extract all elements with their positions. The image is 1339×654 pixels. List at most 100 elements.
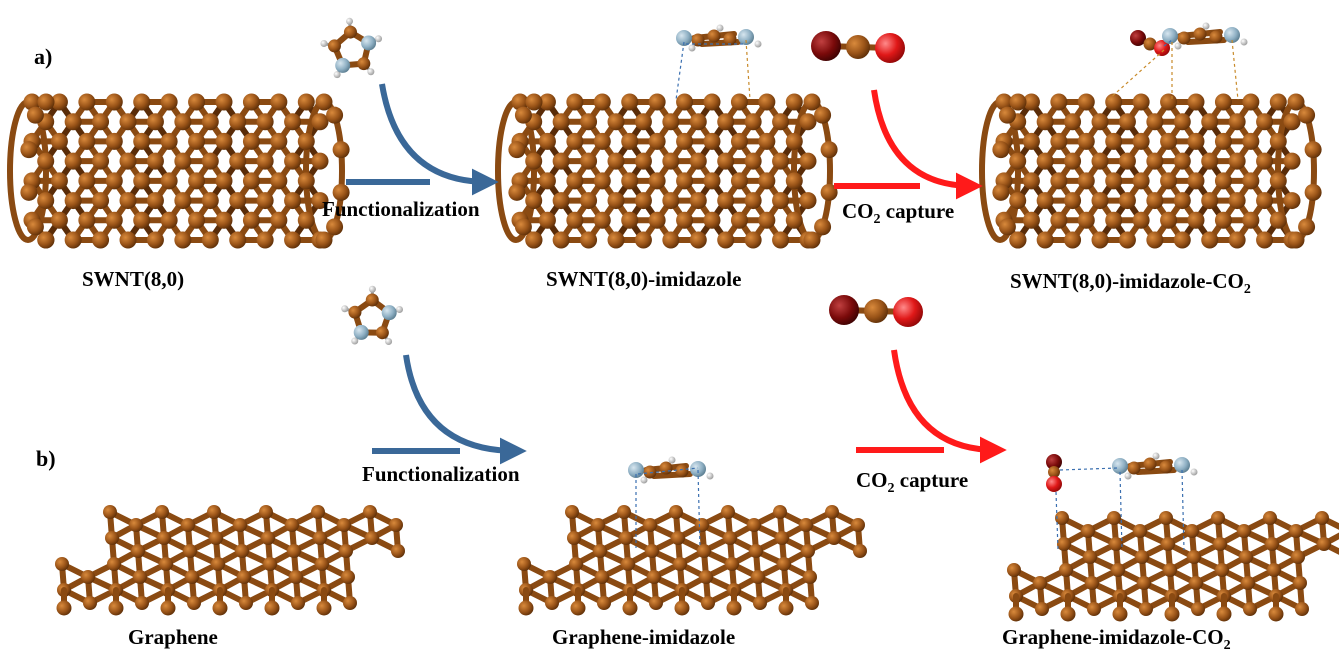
- carbon-atom: [1160, 172, 1178, 190]
- hydrogen-atom: [706, 472, 714, 480]
- carbon-atom: [1050, 93, 1068, 111]
- carbon-atom: [725, 557, 739, 571]
- carbon-atom: [297, 132, 315, 150]
- carbon-atom: [133, 93, 151, 111]
- carbon-atom: [1298, 106, 1316, 124]
- carbon-atom: [820, 183, 838, 201]
- carbon-atom: [566, 132, 584, 150]
- carbon-atom: [673, 557, 687, 571]
- carbon-atom: [799, 113, 817, 131]
- carbon-atom: [56, 600, 72, 616]
- carbon-atom: [758, 93, 776, 111]
- carbon-atom: [669, 505, 683, 519]
- carbon-atom: [1269, 211, 1287, 229]
- carbon-atom: [64, 113, 82, 131]
- carbon-atom: [1111, 563, 1125, 577]
- carbon-atom: [1091, 231, 1109, 249]
- carbon-atom: [634, 152, 652, 170]
- carbon-atom: [160, 600, 176, 616]
- carbon-atom: [1283, 192, 1301, 210]
- carbon-atom: [662, 192, 680, 210]
- carbon-atom: [1268, 606, 1284, 622]
- nitrogen-atom: [690, 461, 706, 477]
- oxygen-atom: [1046, 454, 1062, 470]
- carbon-atom: [846, 35, 870, 59]
- carbon-atom: [674, 600, 690, 616]
- carbon-atom: [525, 231, 543, 249]
- carbon-atom: [327, 39, 341, 53]
- carbon-atom: [593, 211, 611, 229]
- carbon-atom: [1173, 192, 1191, 210]
- nitrogen-atom: [1174, 457, 1190, 473]
- carbon-atom: [1064, 113, 1082, 131]
- carbon-atom: [1105, 211, 1123, 229]
- carbon-atom: [803, 93, 821, 111]
- carbon-atom: [744, 192, 762, 210]
- h-bond: [1119, 471, 1123, 551]
- carbon-atom: [215, 172, 233, 190]
- carbon-atom: [772, 231, 790, 249]
- carbon-atom: [315, 231, 333, 249]
- carbon-atom: [785, 211, 803, 229]
- step-functionalization-b: Functionalization: [362, 462, 520, 486]
- carbon-atom: [332, 183, 350, 201]
- carbon-atom: [543, 570, 557, 584]
- carbon-atom: [1173, 113, 1191, 131]
- carbon-atom: [1283, 113, 1301, 131]
- carbon-atom: [607, 192, 625, 210]
- carbon-atom: [747, 518, 761, 532]
- carbon-atom: [103, 505, 117, 519]
- carbon-atom: [174, 231, 192, 249]
- carbon-atom: [689, 113, 707, 131]
- label-swnt-imidazole-co2: SWNT(8,0)-imidazole-CO2: [1010, 269, 1251, 297]
- carbon-atom: [703, 211, 721, 229]
- carbon-atom: [311, 192, 329, 210]
- carbon-atom: [1242, 211, 1260, 229]
- label-graphene-imidazole-co2: Graphene-imidazole-CO2: [1002, 625, 1231, 653]
- carbon-atom: [188, 132, 206, 150]
- carbon-atom: [37, 152, 55, 170]
- carbon-atom: [753, 596, 767, 610]
- carbon-atom: [1237, 524, 1251, 538]
- carbon-atom: [717, 231, 735, 249]
- carbon-atom: [1256, 152, 1274, 170]
- carbon-atom: [647, 570, 661, 584]
- carbon-atom: [775, 531, 789, 545]
- carbon-atom: [64, 231, 82, 249]
- carbon-atom: [699, 570, 713, 584]
- carbon-atom: [284, 231, 302, 249]
- carbon-atom: [1243, 602, 1257, 616]
- carbon-atom: [758, 172, 776, 190]
- carbon-atom: [1146, 113, 1164, 131]
- carbon-atom: [160, 93, 178, 111]
- carbon-atom: [50, 172, 68, 190]
- carbon-atom: [1193, 27, 1207, 41]
- carbon-atom: [1022, 211, 1040, 229]
- carbon-atom: [1077, 211, 1095, 229]
- carbon-atom: [133, 132, 151, 150]
- carbon-atom: [773, 505, 787, 519]
- carbon-atom: [514, 106, 532, 124]
- carbon-atom: [365, 531, 379, 545]
- carbon-atom: [1146, 231, 1164, 249]
- carbon-atom: [1160, 211, 1178, 229]
- carbon-atom: [864, 299, 888, 323]
- carbon-atom: [634, 231, 652, 249]
- carbon-atom: [992, 141, 1010, 159]
- carbon-atom: [215, 211, 233, 229]
- h-bond: [745, 39, 751, 101]
- carbon-atom: [744, 113, 762, 131]
- carbon-atom: [391, 544, 405, 558]
- carbon-atom: [621, 557, 635, 571]
- hydrogen-atom: [368, 285, 376, 293]
- hydrogen-atom: [351, 337, 359, 345]
- carbon-atom: [621, 211, 639, 229]
- carbon-atom: [998, 106, 1016, 124]
- carbon-atom: [1060, 606, 1076, 622]
- functionalization-arrow-a: [379, 83, 499, 196]
- carbon-atom: [695, 518, 709, 532]
- carbon-atom: [1105, 93, 1123, 111]
- carbon-atom: [1087, 602, 1101, 616]
- carbon-atom: [703, 93, 721, 111]
- carbon-atom: [129, 518, 143, 532]
